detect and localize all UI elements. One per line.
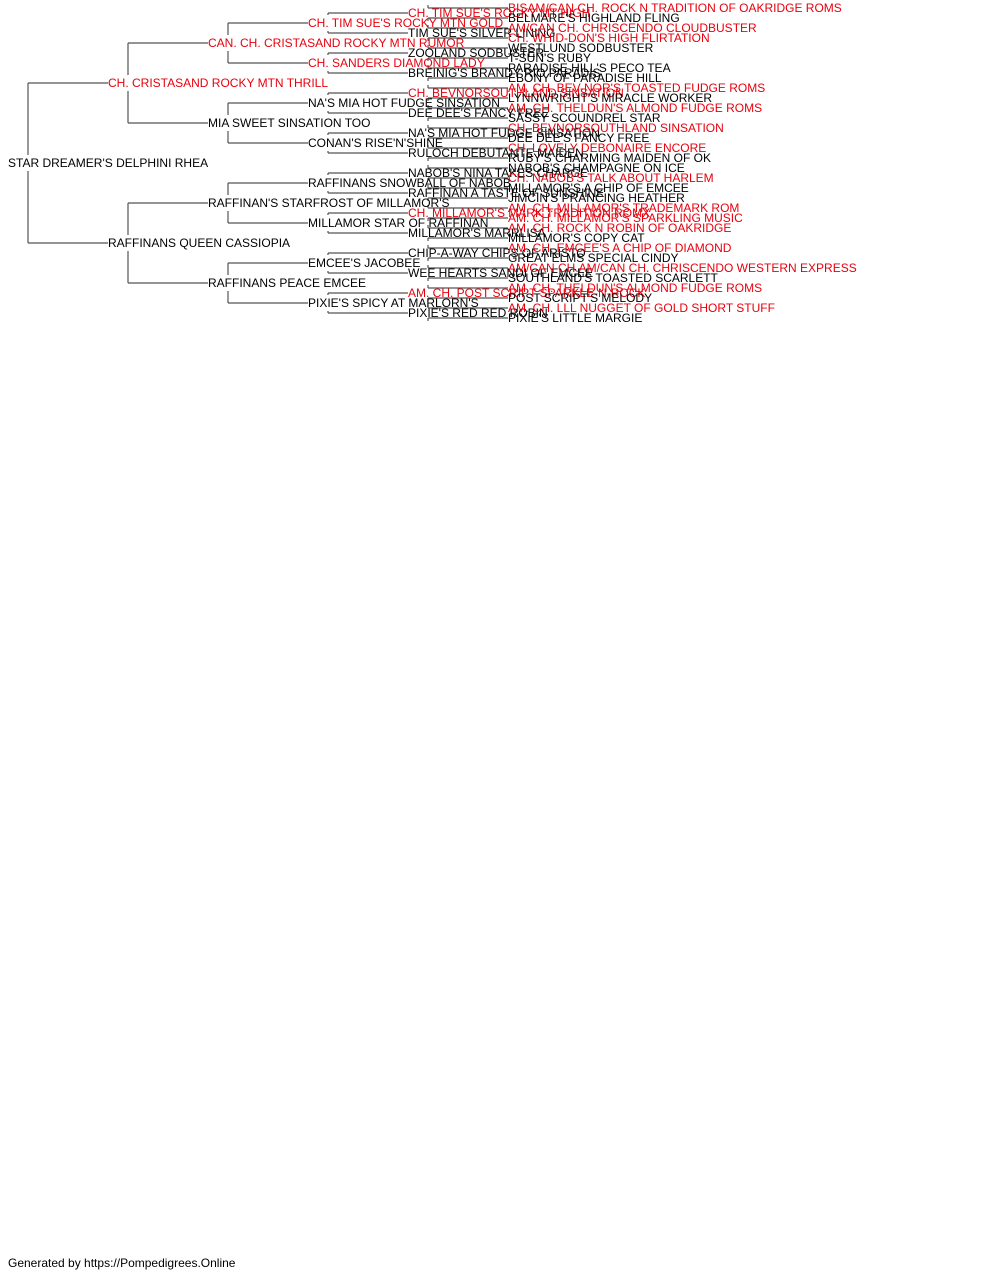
ancestor-name: MILLAMOR'S COPY CAT bbox=[508, 231, 645, 245]
ancestor-name: CAN. CH. CRISTASAND ROCKY MTN RUMOR bbox=[208, 36, 465, 50]
ancestor-name: WESTLUND SODBUSTER bbox=[508, 41, 654, 55]
ancestor-name: RAFFINANS SNOWBALL OF NABOB bbox=[308, 176, 511, 190]
ancestor-name: CH. TIM SUE'S ROCKY MT HIGH bbox=[408, 6, 590, 20]
ancestor-name: CH. LOVELY DEBONAIRE ENCORE bbox=[508, 141, 706, 155]
ancestor-name: NA'S MIA HOT FUDGE SINSATION bbox=[408, 126, 600, 140]
ancestor-name: CH. TIM SUE'S ROCKY MTN GOLD bbox=[308, 16, 504, 30]
ancestor-name: EMCEE'S JACOBEE bbox=[308, 256, 420, 270]
ancestor-name: AM/CAN CH.AM/CAN CH. CHRISCENDO WESTERN … bbox=[508, 261, 857, 275]
ancestor-name: BELMARE'S HIGHLAND FLING bbox=[508, 11, 680, 25]
ancestor-name: CH. SANDERS DIAMOND LADY bbox=[308, 56, 485, 70]
ancestor-name: RAFFINANS QUEEN CASSIOPIA bbox=[108, 236, 290, 250]
ancestor-name: POST SCRIPT'S MELODY bbox=[508, 291, 652, 305]
ancestor-name: LYNNWRIGHT'S MIRACLE WORKER bbox=[508, 91, 712, 105]
ancestor-name: SOUTHLAND'S TOASTED SCARLETT bbox=[508, 271, 719, 285]
ancestor-name: AM. CH. POST SCRIPT SPARKLE-N-ROCK bbox=[408, 286, 645, 300]
ancestor-name: PIXIE'S LITTLE MARGIE bbox=[508, 311, 642, 325]
ancestor-name: T-SUN'S RUBY bbox=[508, 51, 591, 65]
ancestor-name: AM. CH. LLL NUGGET OF GOLD SHORT STUFF bbox=[508, 301, 775, 315]
ancestor-name: PIXIE'S SPICY AT MARLORN'S bbox=[308, 296, 479, 310]
ancestor-name: EBONY OF PARADISE HILL bbox=[508, 71, 662, 85]
ancestor-name: AM. CH. MILLAMOR'S SPARKLING MUSIC bbox=[508, 211, 743, 225]
ancestor-name: NABOB'S CHAMPAGNE ON ICE bbox=[508, 161, 685, 175]
ancestor-name: PIXIE'S RED RED ROBIN bbox=[408, 306, 548, 320]
ancestor-name: DEE DEE'S FANCY FREE bbox=[408, 106, 549, 120]
ancestor-name: STAR DREAMER'S DELPHINI RHEA bbox=[8, 156, 208, 170]
ancestor-name: SASSY SCOUNDREL STAR bbox=[508, 111, 661, 125]
ancestor-name: DEE DEE'S FANCY FREE bbox=[508, 131, 649, 145]
ancestor-name: GREAT ELMS SPECIAL CINDY bbox=[508, 251, 679, 265]
ancestor-name: ZOOLAND SODBUSTER bbox=[408, 46, 544, 60]
ancestor-name: AM. CH. ROCK N ROBIN OF OAKRIDGE bbox=[508, 221, 731, 235]
ancestor-name: NA'S MIA HOT FUDGE SINSATION bbox=[308, 96, 500, 110]
ancestor-name: MILLAMOR'S MARRLISA bbox=[408, 226, 546, 240]
ancestor-name: AM. CH. THELDUN'S ALMOND FUDGE ROMS bbox=[508, 101, 762, 115]
connector-lines bbox=[27, 5, 508, 321]
ancestor-name: AM. CH. EMCEE'S A CHIP OF DIAMOND bbox=[508, 241, 732, 255]
ancestor-name: CH. WHID-DON'S HIGH FLIRTATION bbox=[508, 31, 710, 45]
ancestor-name: CH. BEVNORSOUTHLAND SINSATION bbox=[408, 86, 624, 100]
ancestor-name: AM. CH. MILLAMOR'S TRADEMARK ROM bbox=[508, 201, 739, 215]
ancestor-name: CHIP-A-WAY CHIPS OF ARISTO bbox=[408, 246, 586, 260]
ancestor-name: RULOCH DEBUTANTE MAIDEN bbox=[408, 146, 584, 160]
ancestor-name: WEE HEARTS SANDI OF EMCEE bbox=[408, 266, 593, 280]
pedigree-tree: STAR DREAMER'S DELPHINI RHEA CH. CRISTASA… bbox=[8, 1, 857, 325]
ancestor-name: CH. NABOB'S TALK ABOUT HARLEM bbox=[508, 171, 714, 185]
generated-by-footer: Generated by https://Pompedigrees.Online bbox=[8, 1256, 236, 1270]
ancestor-name: PARADISE HILL'S PECO TEA bbox=[508, 61, 671, 75]
ancestor-name: BREINIG'S BRANDY RIO PARADIS bbox=[408, 66, 601, 80]
ancestor-name: JIMCIN'S PRANCING HEATHER bbox=[508, 191, 685, 205]
ancestor-name: MILLAMOR'S A CHIP OF EMCEE bbox=[508, 181, 689, 195]
ancestor-name: RAFFINAN A TASTE OF SUNSHINE bbox=[408, 186, 604, 200]
ancestor-name: AM. CH. BEV-NOR'S TOASTED FUDGE ROMS bbox=[508, 81, 765, 95]
ancestor-name: BISAM/CAN CH. ROCK N TRADITION OF OAKRID… bbox=[508, 1, 842, 15]
ancestor-name: NABOB'S NINA TAKES CHARGE bbox=[408, 166, 588, 180]
ancestor-name: CH. CRISTASAND ROCKY MTN THRILL bbox=[108, 76, 328, 90]
ancestor-name: RUBY'S CHARMING MAIDEN OF OK bbox=[508, 151, 711, 165]
ancestor-name: CONAN'S RISE'N'SHINE bbox=[308, 136, 443, 150]
ancestor-name: RAFFINAN'S STARFROST OF MILLAMOR'S bbox=[208, 196, 450, 210]
ancestor-name: MIA SWEET SINSATION TOO bbox=[208, 116, 370, 130]
ancestor-name: MILLAMOR STAR OF RAFFINAN bbox=[308, 216, 488, 230]
ancestor-name: CH. MILLAMOR'S MARK TRADITION ROMX bbox=[408, 206, 650, 220]
ancestor-labels: STAR DREAMER'S DELPHINI RHEA CH. CRISTASA… bbox=[8, 1, 857, 325]
ancestor-name: CH. BEVNORSOUTHLAND SINSATION bbox=[508, 121, 724, 135]
ancestor-name: AM/CAN CH. CHRISCENDO CLOUDBUSTER bbox=[508, 21, 757, 35]
ancestor-name: RAFFINANS PEACE EMCEE bbox=[208, 276, 366, 290]
ancestor-name: AM. CH. THELDUN'S ALMOND FUDGE ROMS bbox=[508, 281, 762, 295]
ancestor-name: TIM SUE'S SILVER LINING bbox=[408, 26, 555, 40]
